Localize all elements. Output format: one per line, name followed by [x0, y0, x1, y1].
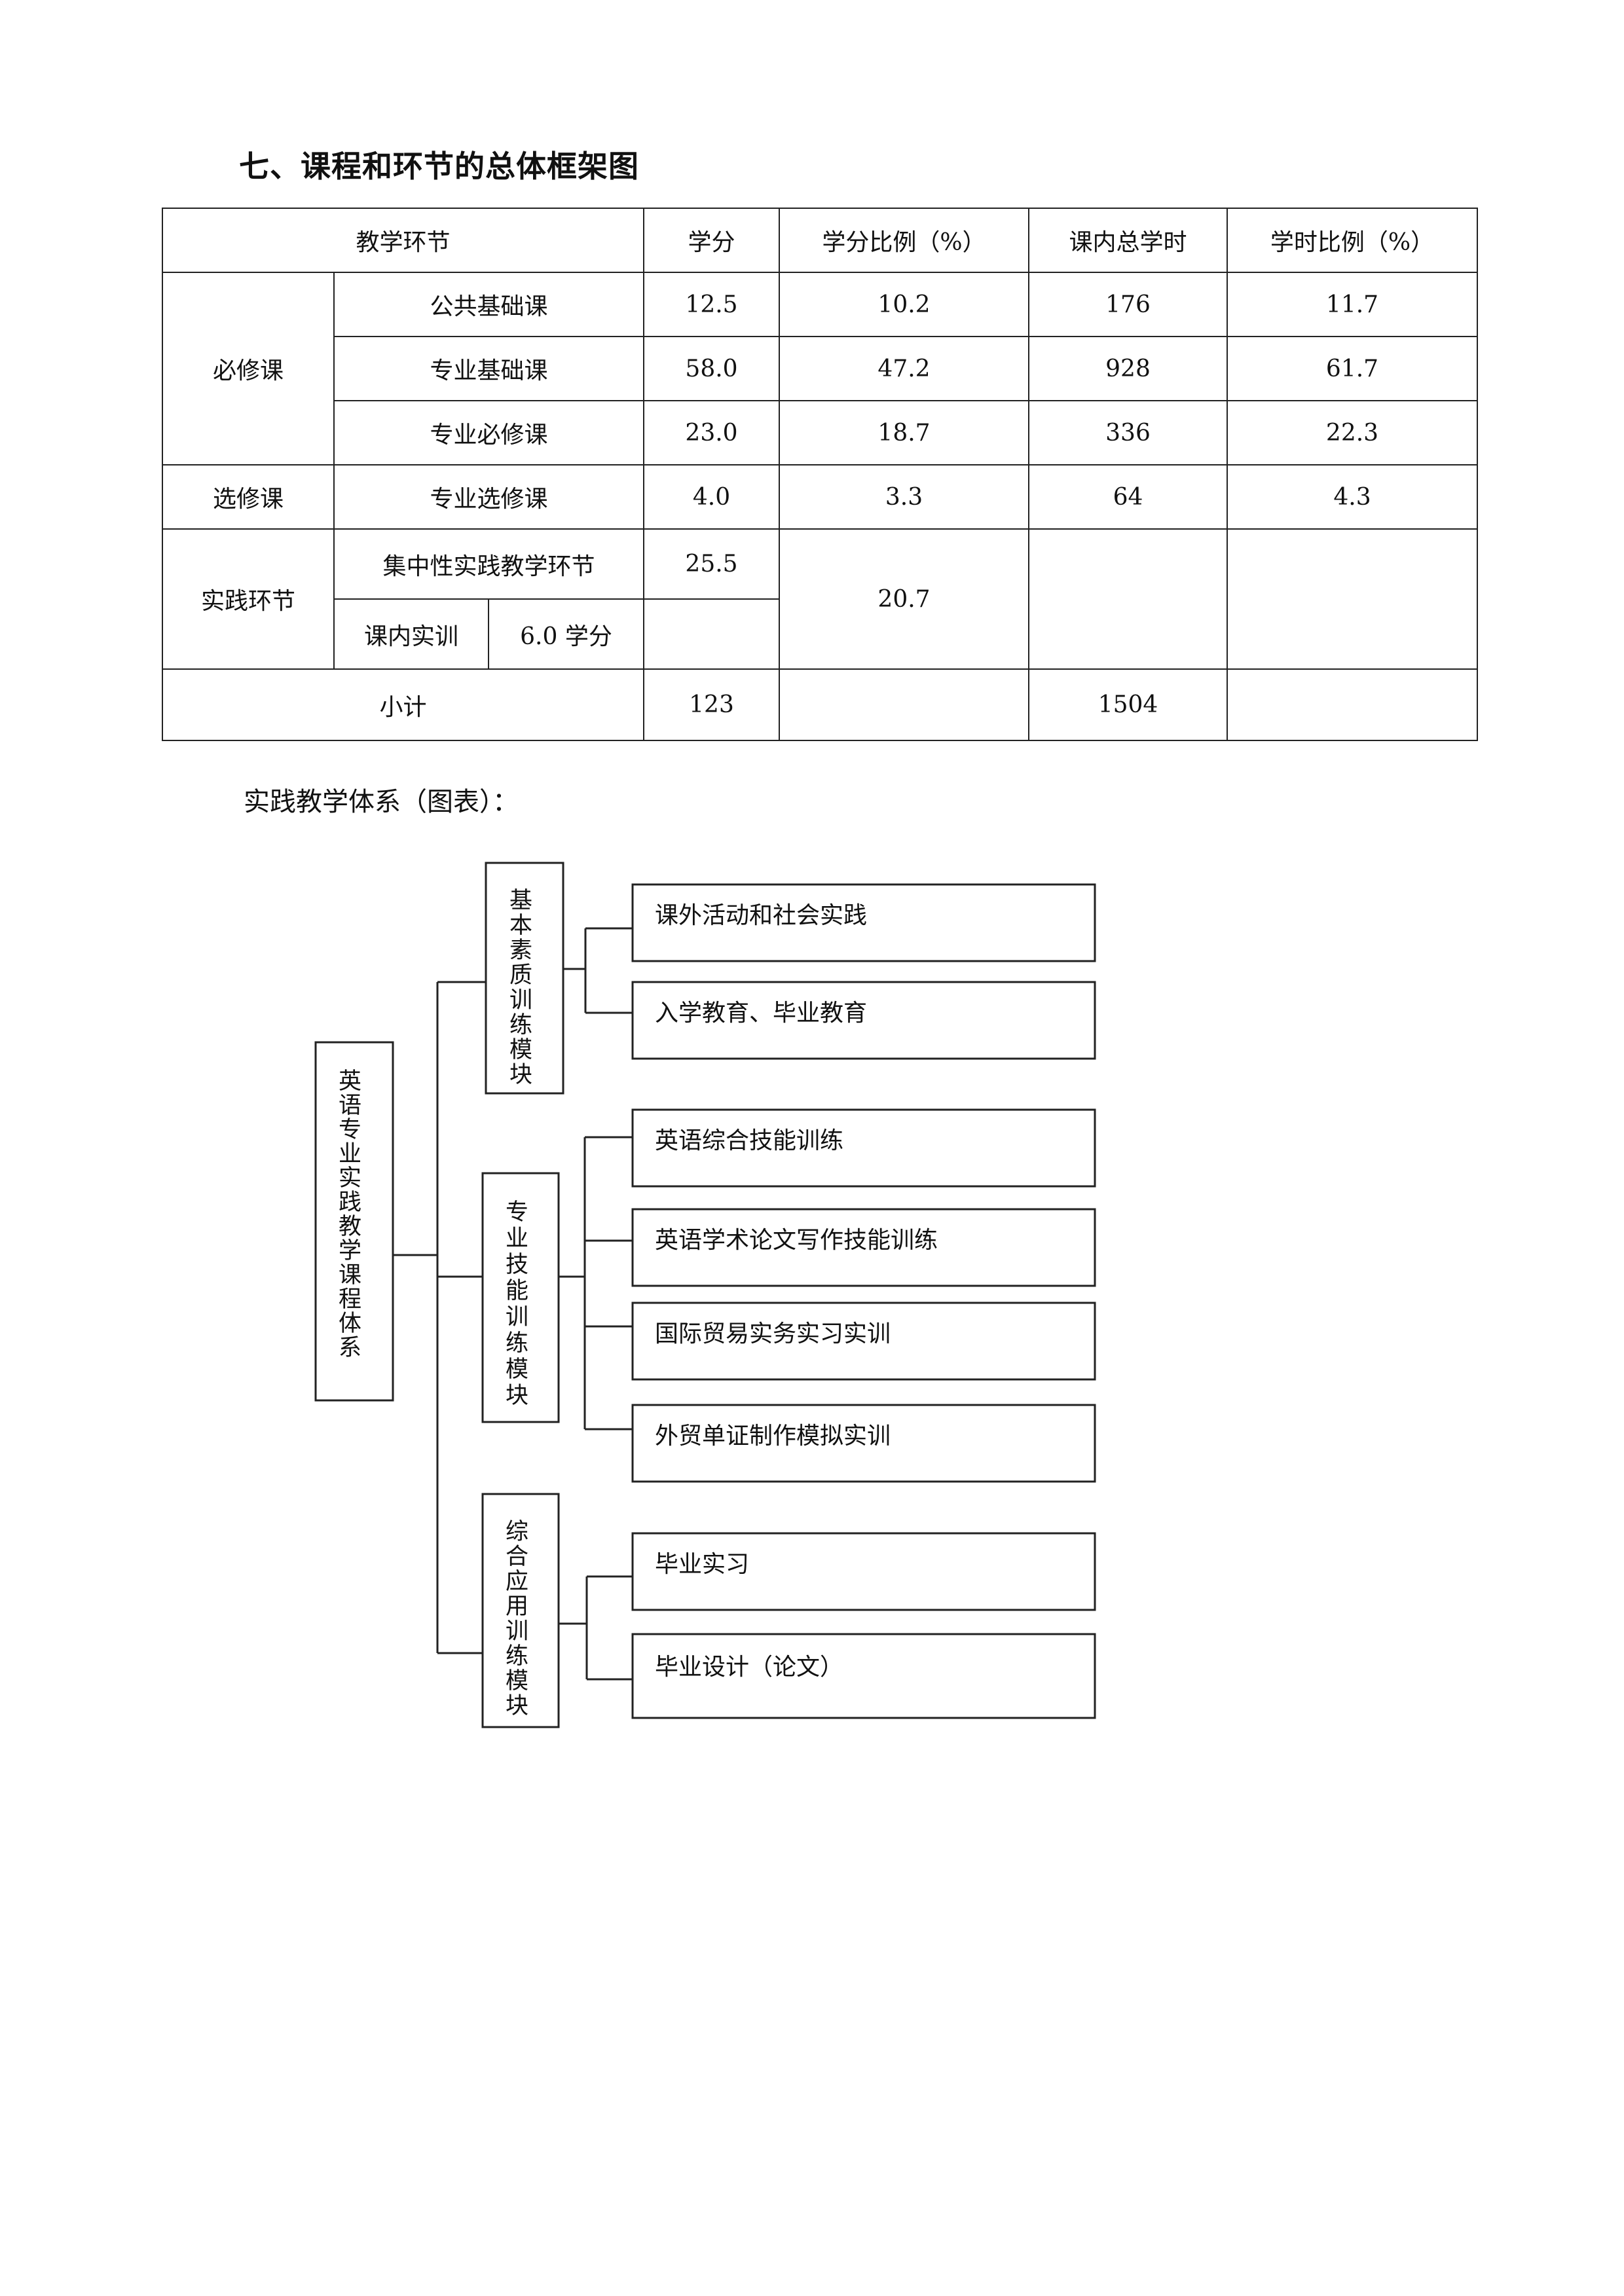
table-row: 课内实训 6.0 学分 [162, 598, 1477, 670]
table-row: 实践环节 集中性实践教学环节 25.5 20.7 [162, 528, 1478, 670]
hour-ratio-cell [1227, 528, 1478, 670]
table-row: 专业必修课 23.0 18.7 336 22.3 [162, 400, 1478, 465]
header-cell: 学分 [643, 208, 780, 273]
hour-ratio-cell: 61.7 [1227, 336, 1478, 401]
course-name-cell: 专业选修课 [333, 464, 644, 530]
course-name-cell: 课内实训 [333, 598, 489, 670]
hours-cell: 928 [1028, 336, 1228, 401]
item-box [631, 1208, 1096, 1287]
item-label: 课外活动和社会实践 [655, 902, 867, 929]
course-name-cell: 集中性实践教学环节 [333, 528, 644, 600]
item-label: 国际贸易实务实习实训 [655, 1321, 891, 1347]
course-name-cell: 公共基础课 [333, 272, 644, 337]
credits-cell [643, 598, 780, 670]
subtotal-label-cell: 小计 [162, 668, 644, 741]
course-name-cell: 专业基础课 [333, 336, 644, 401]
curriculum-credit-table: 教学环节 学分 学分比例（%） 课内总学时 学时比例（%） 必修课 公共基础课 … [162, 208, 1478, 741]
header-cell: 教学环节 [162, 208, 644, 273]
root-label: 英语专业实践教学课程体系 [335, 1068, 361, 1359]
hour-ratio-cell [1227, 668, 1478, 741]
table-row: 选修课 专业选修课 4.0 3.3 64 4.3 [162, 464, 1478, 530]
item-box [631, 1108, 1096, 1188]
course-name-cell: 专业必修课 [333, 400, 644, 465]
credit-ratio-cell: 10.2 [779, 272, 1029, 337]
header-cell: 学时比例（%） [1227, 208, 1478, 273]
module-box [481, 1172, 560, 1423]
module-box [481, 1493, 560, 1728]
module-label: 基本素质训练模块 [506, 888, 532, 1087]
credit-ratio-cell: 47.2 [779, 336, 1029, 401]
credits-cell: 4.0 [643, 464, 780, 530]
credits-cell: 123 [643, 668, 780, 741]
credit-ratio-cell: 18.7 [779, 400, 1029, 465]
header-cell: 课内总学时 [1028, 208, 1228, 273]
header-cell: 学分比例（%） [779, 208, 1029, 273]
credits-cell: 23.0 [643, 400, 780, 465]
hour-ratio-cell: 11.7 [1227, 272, 1478, 337]
table-row: 小计 123 1504 [162, 668, 1478, 741]
practice-system-title: 实践教学体系（图表）： [244, 787, 519, 817]
item-box [631, 1302, 1096, 1381]
hour-ratio-cell: 22.3 [1227, 400, 1478, 465]
table-row: 专业基础课 58.0 47.2 928 61.7 [162, 336, 1478, 401]
item-label: 入学教育、毕业教育 [655, 1000, 867, 1027]
credit-ratio-cell [779, 668, 1029, 741]
item-box [631, 883, 1096, 962]
item-box [631, 1532, 1096, 1611]
credit-ratio-cell: 20.7 [779, 528, 1029, 670]
table-header-row: 教学环节 学分 学分比例（%） 课内总学时 学时比例（%） [162, 208, 1478, 273]
hours-cell: 176 [1028, 272, 1228, 337]
section-heading: 七、课程和环节的总体框架图 [239, 149, 639, 184]
hours-cell: 336 [1028, 400, 1228, 465]
credits-cell: 12.5 [643, 272, 780, 337]
connector-lines [393, 927, 633, 1681]
item-label: 毕业实习 [655, 1551, 749, 1578]
item-box [631, 1633, 1096, 1719]
hours-cell: 64 [1028, 464, 1228, 530]
credits-cell: 58.0 [643, 336, 780, 401]
root-box [314, 1041, 394, 1402]
hour-ratio-cell: 4.3 [1227, 464, 1478, 530]
item-box [631, 981, 1096, 1060]
hours-cell: 1504 [1028, 668, 1228, 741]
credits-cell: 25.5 [643, 528, 780, 600]
table-row: 必修课 公共基础课 12.5 10.2 176 11.7 [162, 272, 1478, 465]
module-label: 专业技能训练模块 [502, 1199, 528, 1409]
hours-cell [1028, 528, 1228, 670]
category-cell: 实践环节 [162, 528, 335, 670]
credit-ratio-cell: 3.3 [779, 464, 1029, 530]
item-label: 毕业设计（论文） [655, 1654, 843, 1681]
item-label: 外贸单证制作模拟实训 [655, 1423, 891, 1449]
module-label: 综合应用训练模块 [502, 1519, 528, 1718]
item-label: 英语综合技能训练 [655, 1127, 843, 1154]
item-label: 英语学术论文写作技能训练 [655, 1227, 938, 1254]
module-box [485, 862, 564, 1095]
category-cell: 选修课 [162, 464, 335, 530]
course-note-cell: 6.0 学分 [488, 598, 644, 670]
category-cell: 必修课 [162, 272, 335, 465]
item-box [631, 1404, 1096, 1483]
